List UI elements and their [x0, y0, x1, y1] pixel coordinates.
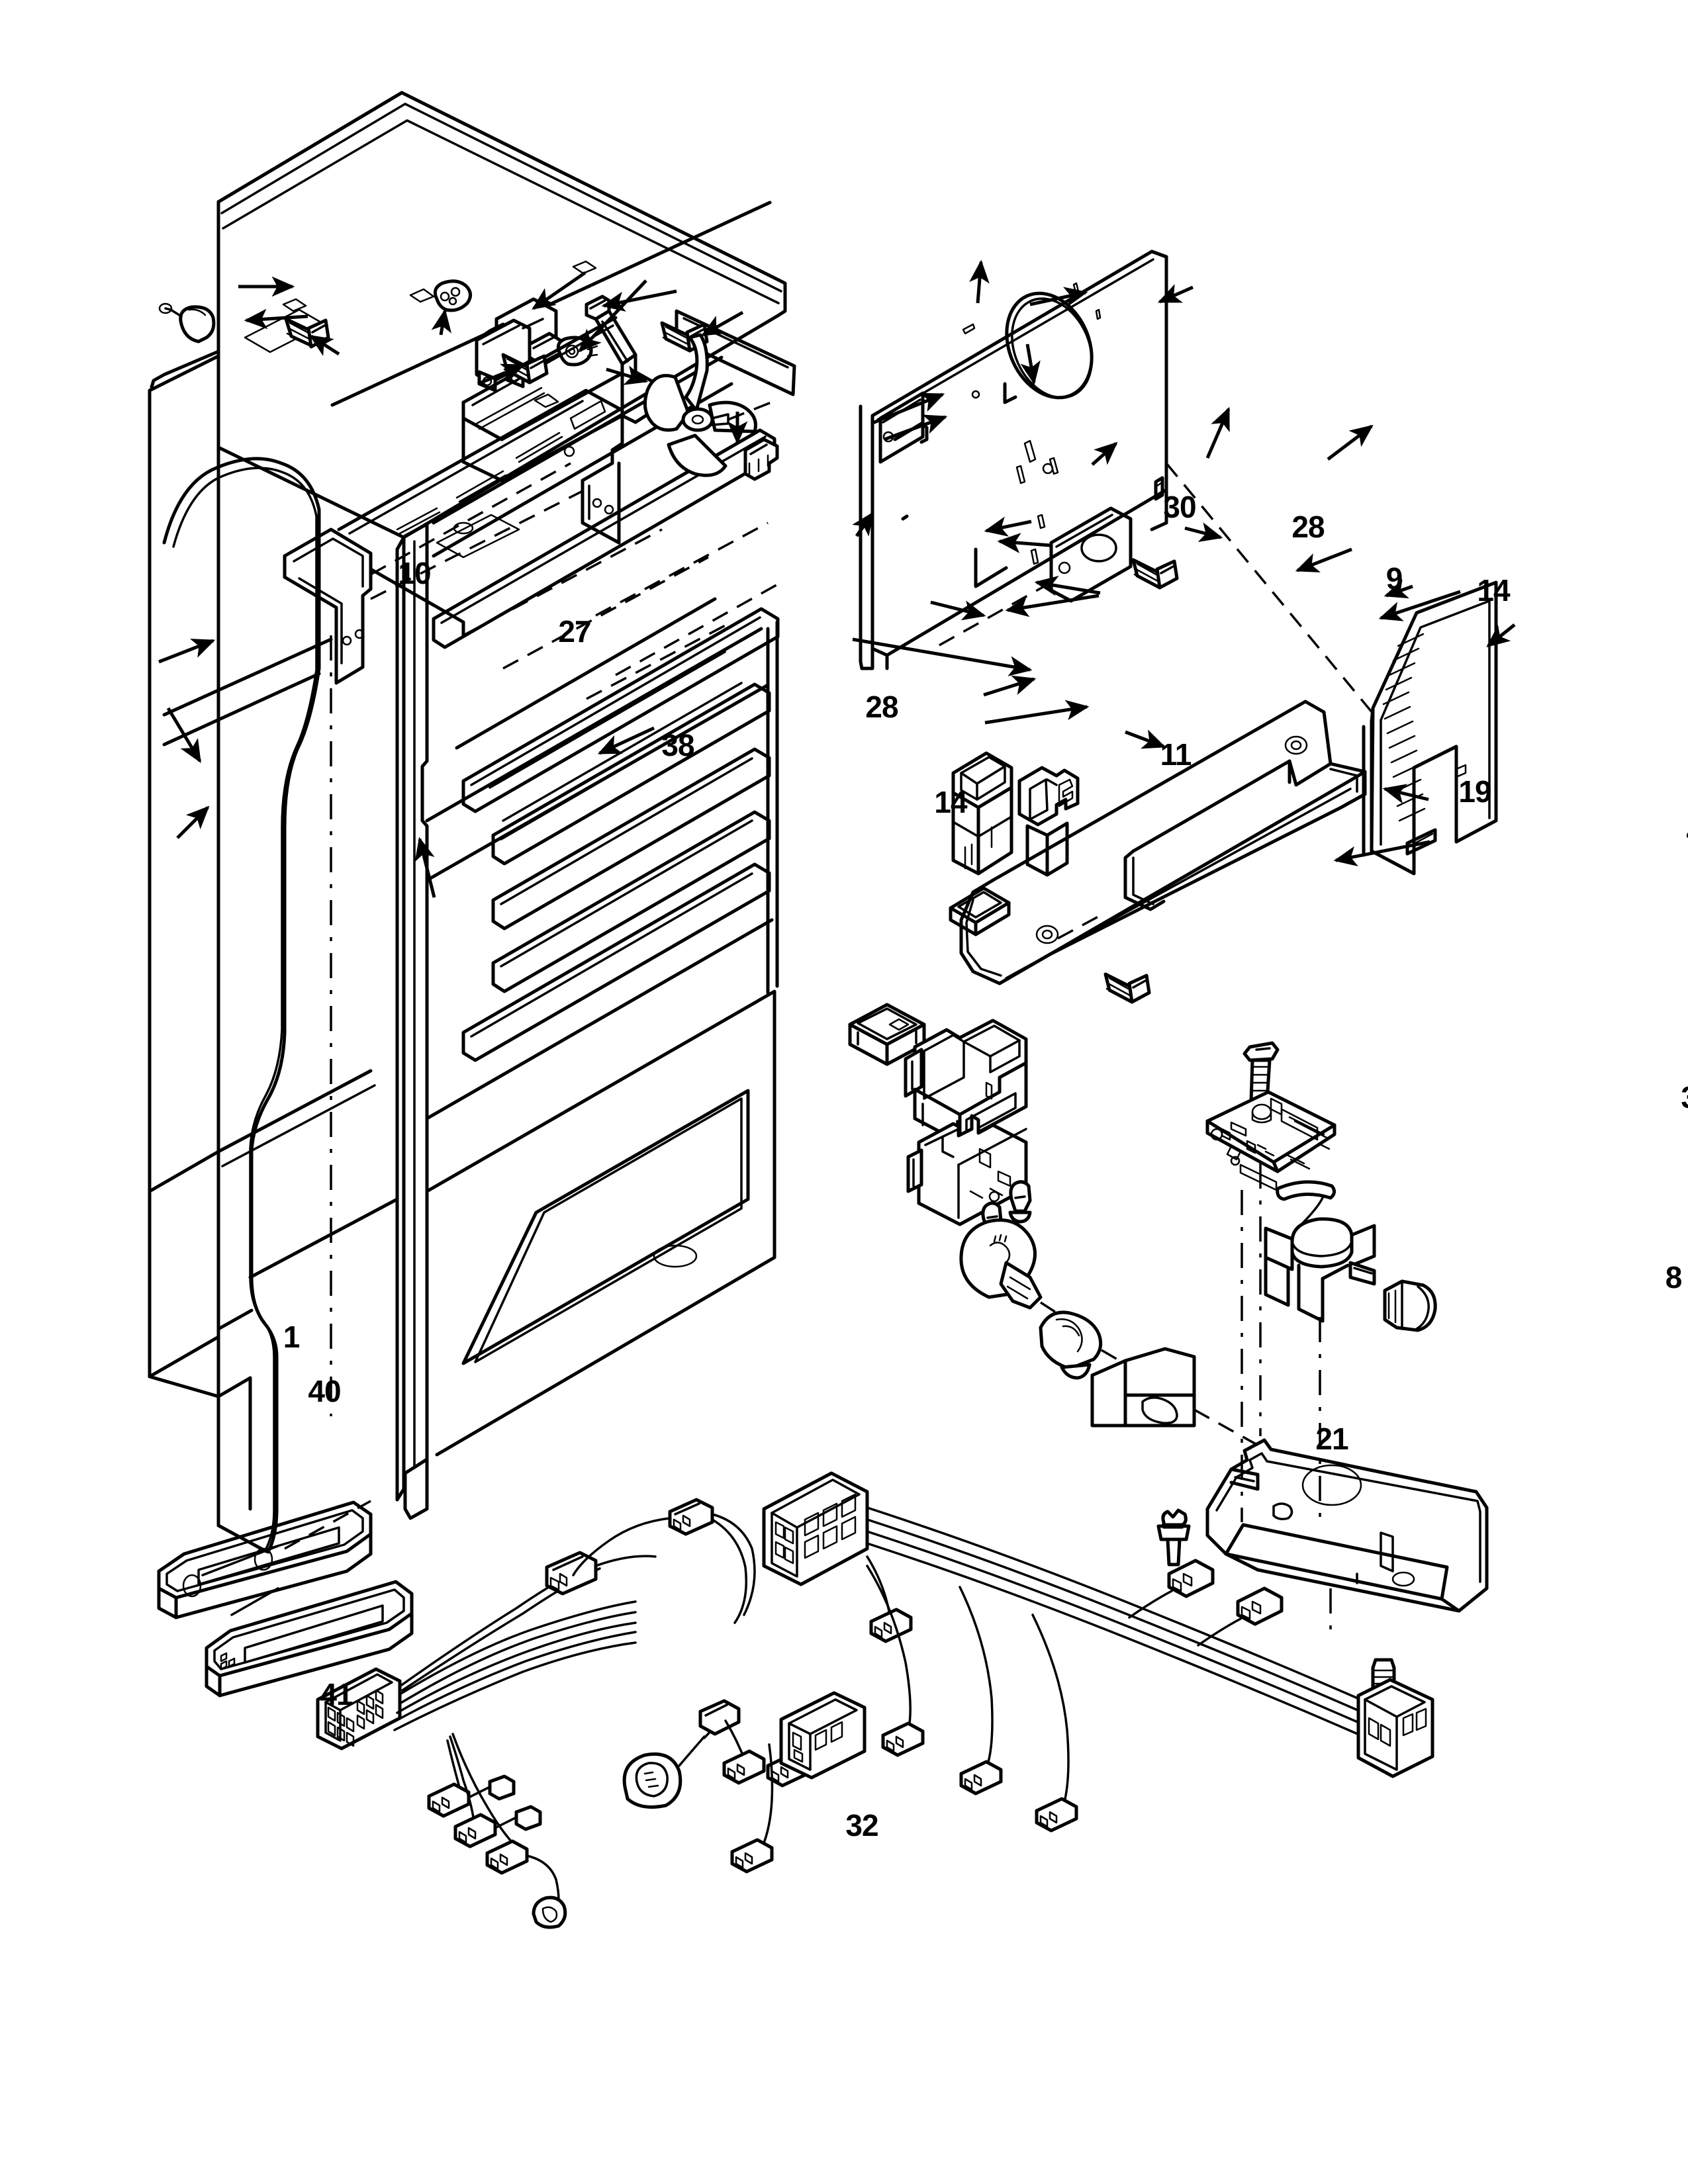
- screw-29: [1131, 558, 1179, 590]
- fan-blade-part: [643, 333, 775, 477]
- defrost-thermostat-13: [1264, 1197, 1376, 1522]
- callout-32: 32: [845, 1808, 878, 1843]
- screw-31: [1103, 972, 1151, 1004]
- leader-lines: [158, 259, 1516, 898]
- callout-21: 21: [1315, 1422, 1348, 1456]
- callout-19: 19: [1458, 774, 1491, 809]
- callout-42: 42: [1686, 816, 1688, 846]
- drain-pan-12: [1205, 1438, 1489, 1635]
- air-tower-duct-23: [1165, 462, 1498, 876]
- callout-10: 10: [398, 556, 431, 590]
- light-bulb-17: [959, 1218, 1064, 1318]
- callout-28-upper: 28: [1291, 510, 1325, 544]
- thermostat-housing-16: [951, 751, 1013, 876]
- callout-28-lower: 28: [865, 690, 898, 724]
- terminal-cover-22: [1383, 1279, 1437, 1332]
- light-lens-cover-40: [157, 1500, 373, 1619]
- main-wire-harness-7: [762, 1471, 1434, 1833]
- light-switch-24: [1017, 766, 1080, 877]
- push-pin-2: [1156, 1508, 1191, 1567]
- control-board-4: [1205, 1090, 1336, 1522]
- shelf-clip-19: [743, 437, 779, 481]
- screw-37: [1243, 1041, 1280, 1436]
- callout-30: 30: [1163, 490, 1196, 524]
- gasket-6: [949, 886, 1011, 936]
- control-box-housing-3: [906, 1114, 1028, 1226]
- callout-33: 33: [1681, 1082, 1688, 1113]
- callout-14-lower: 14: [934, 785, 967, 819]
- wire-harness-21: [316, 1498, 867, 1929]
- callout-8: 8: [1665, 1260, 1683, 1295]
- callout-11: 11: [1160, 737, 1192, 772]
- rear-access-panel: [859, 250, 1168, 670]
- harness-grommet-32: [622, 1735, 706, 1809]
- fan-grommet-28b: [556, 336, 598, 367]
- callout-40: 40: [308, 1374, 341, 1408]
- light-lens-41: [201, 1500, 414, 1698]
- cabinet-liner-artwork: [148, 91, 796, 1554]
- terminal-block-cover-18: [1090, 1347, 1264, 1449]
- thermostat-clip-15: [1276, 1180, 1336, 1201]
- callout-41: 41: [320, 1677, 353, 1711]
- callout-38: 38: [661, 728, 694, 762]
- callout-14-upper: 14: [1477, 573, 1510, 608]
- control-box-cover-26: [904, 1019, 1028, 1144]
- push-rivet-36b: [1008, 1180, 1032, 1224]
- lamp-socket-8: [1039, 1310, 1134, 1380]
- fan-grommet-28a: [433, 279, 472, 312]
- callout-1: 1: [283, 1320, 301, 1354]
- plug-button-part: [158, 302, 216, 343]
- callout-27: 27: [558, 614, 591, 649]
- callout-9: 9: [1385, 561, 1403, 596]
